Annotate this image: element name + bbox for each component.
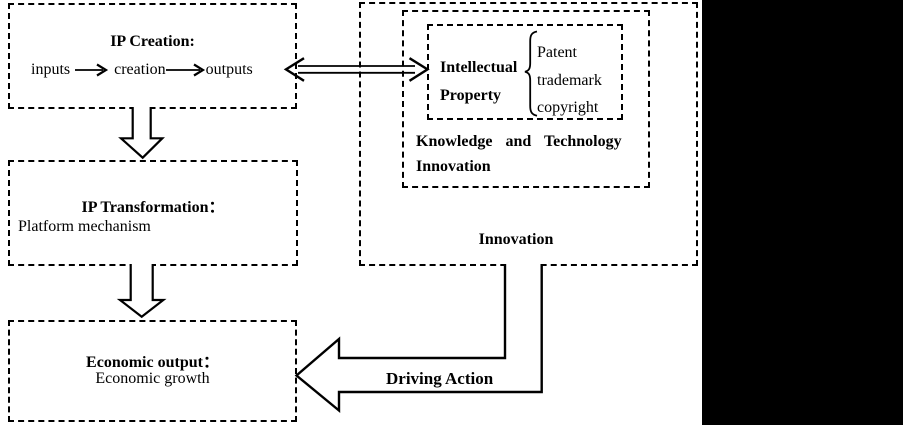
down-arrow-icon	[118, 107, 165, 160]
economic-output-body: Economic growth	[95, 370, 210, 387]
knowledge-innovation-line1: Knowledge and Technology	[416, 133, 622, 150]
ip-type-item: trademark	[537, 71, 602, 89]
intellectual-property-title: Intellectual Property	[440, 54, 517, 110]
arrow-right-icon	[75, 63, 109, 77]
ip-transformation-body: Platform mechanism	[18, 218, 151, 235]
innovation-label: Innovation	[478, 231, 554, 248]
ip-creation-title: IP Creation:	[110, 33, 195, 50]
side-panel	[702, 0, 903, 425]
ip-type-item: Patent	[537, 44, 577, 61]
driving-action-label: Driving Action	[386, 369, 494, 388]
economic-output-box: Economic output： Economic growth	[8, 320, 297, 422]
economic-output-title: Economic output：	[86, 354, 219, 371]
knowledge-innovation-line2: Innovation	[416, 158, 491, 175]
intellectual-label: Intellectual	[440, 59, 518, 76]
down-arrow-icon	[116, 264, 167, 319]
ip-creation-flow: inputs creation outputs	[31, 61, 253, 79]
ip-type-item: copyright	[537, 99, 599, 116]
ip-transformation-title: IP Transformation：	[81, 199, 225, 216]
flow-process-label: creation	[114, 61, 166, 78]
knowledge-innovation-box: Knowledge and Technology Innovation	[402, 10, 650, 188]
property-label: Property	[440, 87, 502, 104]
ip-transformation-box: IP Transformation： Platform mechanism	[8, 160, 298, 266]
arrow-right-icon	[165, 63, 206, 77]
ip-type-list: Patent trademark copyright	[537, 39, 602, 122]
flow-input-label: inputs	[31, 61, 71, 78]
intellectual-property-box: Intellectual Property Patent trademark c…	[427, 24, 623, 120]
ip-creation-box: IP Creation: inputs creation outputs	[8, 3, 297, 109]
flow-output-label: outputs	[205, 61, 253, 78]
